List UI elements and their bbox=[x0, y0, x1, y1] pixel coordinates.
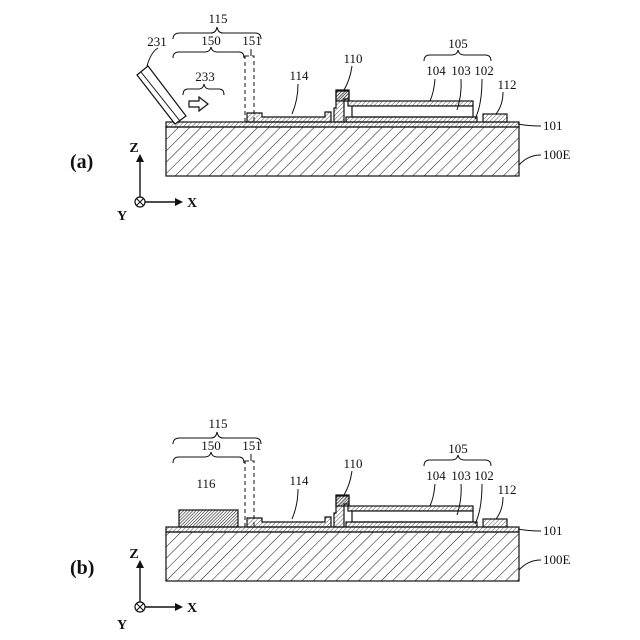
axis-label-x: X bbox=[187, 601, 197, 616]
layer-104 bbox=[348, 101, 473, 106]
electrode-114 bbox=[247, 517, 331, 527]
leader-112 bbox=[496, 497, 503, 519]
arrow-233-icon bbox=[189, 97, 208, 111]
electrode-114 bbox=[247, 112, 331, 122]
callout-112: 112 bbox=[497, 77, 516, 92]
callout-150: 150 bbox=[201, 438, 221, 453]
leader-114 bbox=[292, 489, 298, 519]
x-arrow-icon bbox=[175, 198, 183, 206]
electrode-112 bbox=[483, 114, 507, 122]
axis-label-y: Y bbox=[117, 618, 127, 633]
callout-110: 110 bbox=[343, 456, 362, 471]
callout-104: 104 bbox=[426, 468, 446, 483]
bracket-233 bbox=[183, 84, 224, 95]
bracket-150 bbox=[173, 47, 244, 58]
callout-103: 103 bbox=[451, 468, 471, 483]
axis-label-z: Z bbox=[129, 547, 138, 562]
leader-102 bbox=[475, 79, 482, 119]
layer-103 bbox=[352, 511, 473, 522]
leader-112 bbox=[496, 92, 503, 114]
layer-104 bbox=[348, 506, 473, 511]
leader-100E bbox=[519, 560, 541, 570]
callout-100E: 100E bbox=[543, 552, 571, 567]
substrate-100E bbox=[166, 532, 519, 581]
callout-105: 105 bbox=[448, 441, 468, 456]
layer-102 bbox=[346, 522, 477, 527]
element-110-cap bbox=[336, 495, 349, 506]
axis-label-y: Y bbox=[117, 209, 127, 224]
leader-104 bbox=[430, 484, 435, 506]
leader-110 bbox=[344, 471, 352, 495]
tool-231-edge bbox=[141, 72, 180, 121]
layer-103 bbox=[352, 106, 473, 117]
callout-231: 231 bbox=[147, 34, 167, 49]
panel-label-a: (a) bbox=[70, 151, 93, 173]
x-arrow-icon bbox=[175, 603, 183, 611]
callout-150: 150 bbox=[201, 33, 221, 48]
callout-151: 151 bbox=[242, 438, 262, 453]
callout-233: 233 bbox=[195, 69, 215, 84]
callout-115: 115 bbox=[208, 416, 227, 431]
leader-102 bbox=[475, 484, 482, 524]
leader-104 bbox=[430, 79, 435, 101]
bracket-105 bbox=[424, 50, 491, 61]
callout-102: 102 bbox=[474, 468, 494, 483]
callout-115: 115 bbox=[208, 11, 227, 26]
film-116 bbox=[179, 510, 238, 527]
callout-101: 101 bbox=[543, 118, 563, 133]
electrode-112 bbox=[483, 519, 507, 527]
panel-a: 115 150 151 231 233 114 110 105 104 103 … bbox=[70, 11, 571, 224]
panel-label-b: (b) bbox=[70, 557, 94, 579]
axis-label-x: X bbox=[187, 196, 197, 211]
callout-104: 104 bbox=[426, 63, 446, 78]
leader-114 bbox=[292, 84, 298, 114]
leader-231 bbox=[147, 48, 158, 66]
callout-100E: 100E bbox=[543, 147, 571, 162]
leader-110 bbox=[344, 66, 352, 90]
substrate-100E bbox=[166, 127, 519, 176]
leader-101 bbox=[518, 529, 541, 531]
callout-105: 105 bbox=[448, 36, 468, 51]
callout-114: 114 bbox=[289, 68, 309, 83]
layer-101 bbox=[166, 122, 519, 127]
callout-114: 114 bbox=[289, 473, 309, 488]
tool-231 bbox=[137, 66, 186, 124]
callout-151: 151 bbox=[242, 33, 262, 48]
layer-102 bbox=[346, 117, 477, 122]
leader-101 bbox=[518, 124, 541, 126]
region-151 bbox=[245, 461, 254, 527]
callout-102: 102 bbox=[474, 63, 494, 78]
callout-103: 103 bbox=[451, 63, 471, 78]
axis-label-z: Z bbox=[129, 141, 138, 156]
bracket-150 bbox=[173, 452, 244, 463]
callout-112: 112 bbox=[497, 482, 516, 497]
layer-101 bbox=[166, 527, 519, 532]
callout-101: 101 bbox=[543, 523, 563, 538]
bracket-105 bbox=[424, 455, 491, 466]
leader-100E bbox=[519, 155, 541, 165]
region-151 bbox=[245, 56, 254, 122]
callout-116: 116 bbox=[196, 476, 216, 491]
panel-b: 115 150 151 116 114 110 105 104 103 102 … bbox=[70, 416, 571, 633]
element-110-cap bbox=[336, 90, 349, 101]
callout-110: 110 bbox=[343, 51, 362, 66]
